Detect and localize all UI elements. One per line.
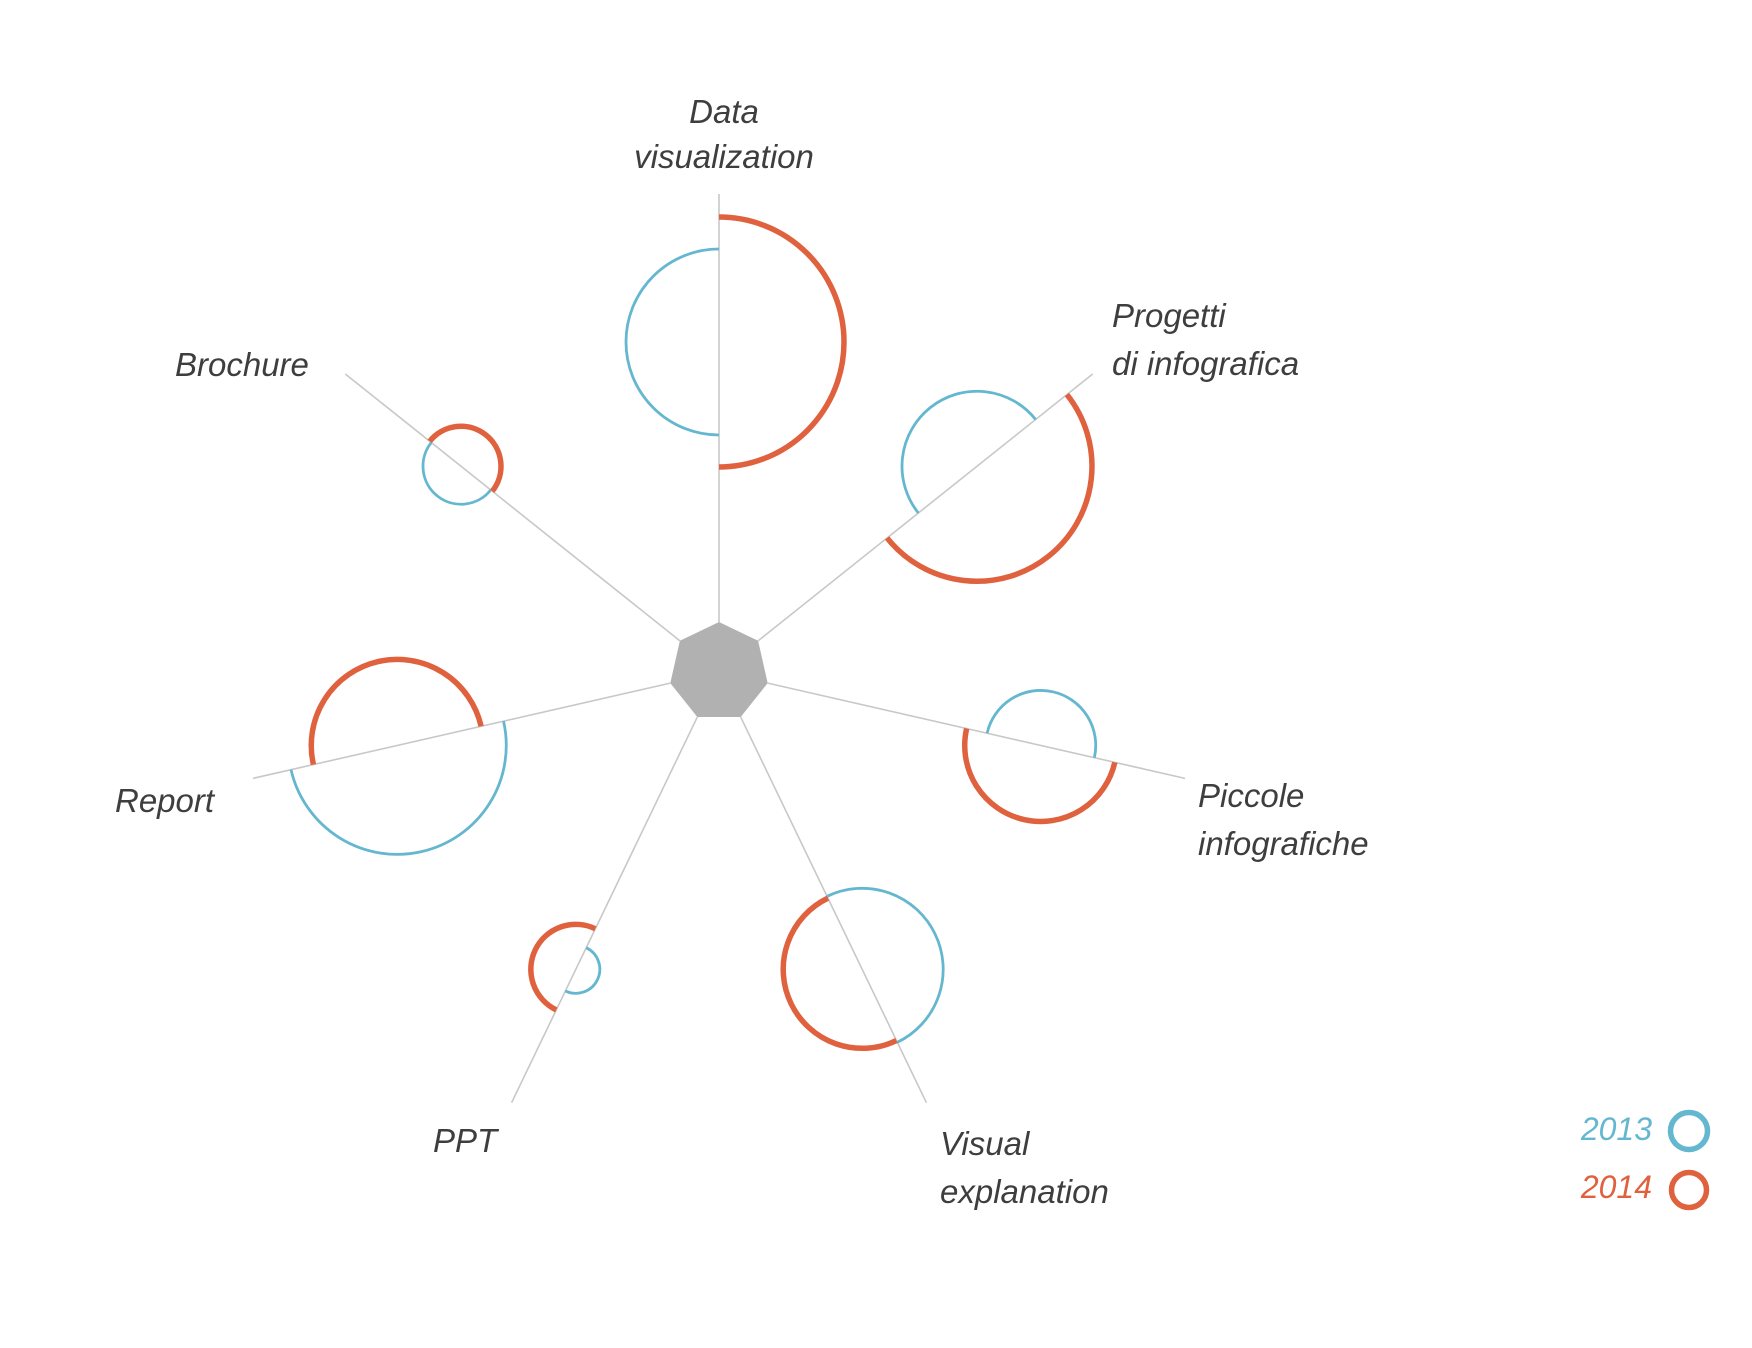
semicircle-2014-progetti-di-infografica bbox=[884, 392, 1095, 584]
category-label-brochure-line1: Brochure bbox=[175, 346, 309, 383]
category-group-visual-explanation bbox=[739, 716, 945, 1104]
category-label-progetti-di-infografica-line2: di infografica bbox=[1112, 345, 1299, 382]
category-group-report bbox=[252, 656, 671, 856]
semicircle-2013-piccole-infografiche bbox=[985, 689, 1098, 758]
spoke-progetti-di-infografica bbox=[757, 373, 1094, 642]
semicircle-2014-brochure bbox=[427, 423, 504, 493]
semicircle-2014-ppt bbox=[528, 921, 597, 1013]
category-group-progetti-di-infografica bbox=[757, 373, 1095, 642]
category-group-piccole-infografiche bbox=[767, 682, 1186, 825]
spoke-ppt bbox=[510, 716, 699, 1104]
category-group-brochure bbox=[344, 373, 681, 642]
category-label-data-visualization-line1: Data bbox=[689, 93, 759, 130]
legend-label-2013: 2013 bbox=[1580, 1111, 1652, 1147]
semicircle-2013-brochure bbox=[421, 441, 492, 506]
legend-label-2014: 2014 bbox=[1580, 1169, 1652, 1205]
category-group-data-visualization bbox=[624, 194, 847, 622]
semicircle-2013-report bbox=[289, 720, 508, 856]
category-label-data-visualization-line2: visualization bbox=[634, 138, 814, 175]
category-label-report-line1: Report bbox=[115, 782, 216, 819]
semicircle-2013-progetti-di-infografica bbox=[900, 389, 1037, 514]
spoke-brochure bbox=[344, 373, 681, 642]
legend-circle-2013 bbox=[1667, 1109, 1711, 1153]
center-heptagon bbox=[670, 622, 768, 717]
spoke-piccole-infografiche bbox=[767, 682, 1186, 780]
semicircle-2014-report bbox=[308, 656, 484, 766]
legend-circle-2014 bbox=[1668, 1169, 1710, 1211]
semicircle-2014-visual-explanation bbox=[780, 895, 898, 1052]
semicircle-2013-ppt bbox=[564, 946, 602, 995]
category-label-visual-explanation-line2: explanation bbox=[940, 1173, 1109, 1210]
category-group-ppt bbox=[510, 716, 699, 1104]
semicircle-2014-piccole-infografiche bbox=[962, 727, 1118, 825]
category-label-progetti-di-infografica-line1: Progetti bbox=[1112, 297, 1227, 334]
category-label-visual-explanation-line1: Visual bbox=[940, 1125, 1031, 1162]
category-label-piccole-infografiche-line2: infografiche bbox=[1198, 825, 1369, 862]
semicircle-2014-data-visualization bbox=[718, 214, 847, 470]
spoke-report bbox=[252, 682, 671, 780]
category-label-ppt-line1: PPT bbox=[433, 1122, 500, 1159]
semicircle-2013-data-visualization bbox=[624, 247, 720, 437]
semicircle-2013-visual-explanation bbox=[826, 886, 945, 1044]
category-label-piccole-infografiche-line1: Piccole bbox=[1198, 777, 1304, 814]
